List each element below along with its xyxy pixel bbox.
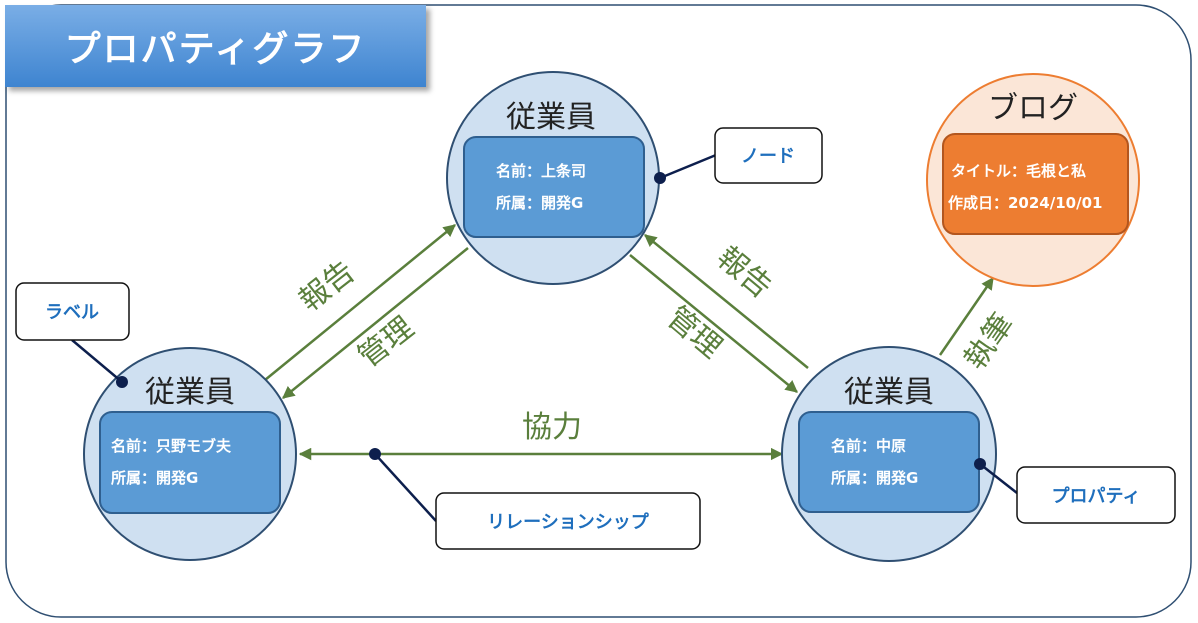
edge-top-to-left [282,247,469,399]
node-employee-top: 従業員 名前：上条司 所属：開発G [446,71,660,285]
callout-dots [116,172,986,470]
callout-property: プロパティ [1016,466,1176,524]
property-name: 名前：只野モブ夫 [111,437,232,455]
callout-property-text: プロパティ [1052,485,1141,507]
callout-node: ノード [714,127,823,184]
property-box [463,136,645,238]
property-name: 名前：上条司 [496,162,586,180]
edge-label-manage-right: 管理 [660,300,728,365]
node-label: ブログ [988,91,1078,126]
edge-right-to-blog [938,276,995,356]
edge-label-cooperate: 協力 [522,410,582,445]
property-title: タイトル：毛根と私 [951,162,1086,180]
property-box [99,411,281,514]
property-department: 所属：開発G [111,469,198,487]
callout-label: ラベル [15,282,130,341]
callout-relationship-text: リレーションシップ [487,511,650,533]
edge-top-to-right [629,254,798,393]
node-label: 従業員 [844,375,934,410]
property-box [798,411,980,513]
edge-right-to-top [644,234,809,369]
node-label: 従業員 [145,375,235,410]
callout-relationship: リレーションシップ [435,492,701,550]
edge-label-manage-left: 管理 [352,310,421,375]
node-label: 従業員 [506,100,596,135]
property-created: 作成日：2024/10/01 [948,194,1102,212]
property-name: 名前：中原 [831,437,906,455]
property-box [942,133,1129,235]
title-banner: プロパティグラフ [5,5,426,87]
property-department: 所属：開発G [496,194,583,212]
outer-frame [5,4,1192,618]
node-employee-left: 従業員 名前：只野モブ夫 所属：開発G [83,347,297,561]
callout-label-text: ラベル [45,302,99,323]
property-department: 所属：開発G [831,469,918,487]
callout-connectors [71,153,1018,522]
node-blog: ブログ タイトル：毛根と私 作成日：2024/10/01 [926,73,1140,287]
page-title: プロパティグラフ [64,29,367,70]
edge-left-to-top [264,224,456,381]
callout-node-text: ノード [741,146,795,167]
node-employee-right: 従業員 名前：中原 所属：開発G [781,346,997,562]
